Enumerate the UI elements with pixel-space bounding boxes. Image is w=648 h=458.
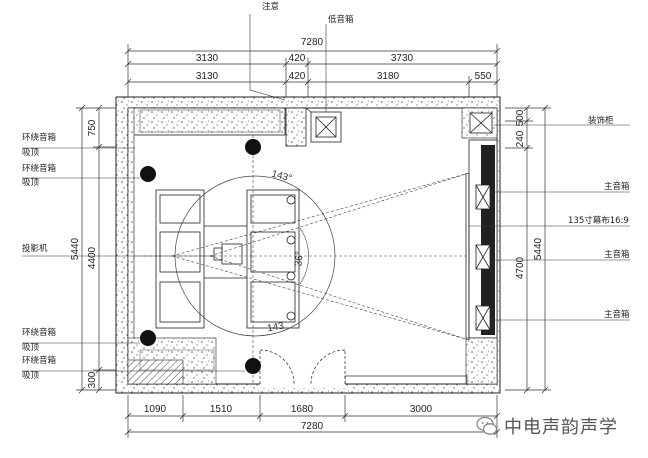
label-surround-1: 环绕音箱 (22, 132, 57, 143)
main-speakers (475, 184, 491, 331)
label-ceiling-2: 吸顶 (22, 178, 40, 188)
dim-top-upper-3: 3730 (391, 53, 414, 64)
dim-bottom-total: 7280 (301, 421, 324, 432)
right-dimensions (505, 104, 551, 394)
dim-top-total: 7280 (301, 37, 324, 48)
dim-top-lower-4: 550 (475, 71, 492, 82)
dim-left-3: 300 (87, 371, 98, 388)
angle-arc (299, 227, 309, 285)
label-projector: 投影机 (22, 243, 48, 254)
dim-top-lower-2: 420 (289, 71, 306, 82)
dim-right-total: 5440 (533, 237, 544, 260)
screen (465, 173, 470, 340)
door (259, 349, 346, 388)
leaders (22, 14, 630, 372)
watermark: 中电声韵声学 (476, 414, 618, 438)
surround-speakers (140, 139, 261, 374)
subwoofer (305, 107, 342, 143)
decor-cabinet (469, 112, 493, 134)
label-ceiling-4: 吸顶 (22, 371, 40, 381)
dim-top-upper-1: 3130 (196, 53, 219, 64)
dim-left-2: 4400 (87, 246, 98, 269)
angle-top: 143° (270, 169, 293, 185)
dim-right-2: 500 (515, 109, 526, 126)
dim-left-1: 750 (87, 119, 98, 136)
bottom-dimensions (124, 395, 501, 438)
label-subwoofer: 低音箱 (328, 14, 354, 25)
dim-bottom-2: 1510 (210, 404, 233, 415)
label-surround-4: 环绕音箱 (22, 355, 57, 366)
walls (115, 96, 501, 394)
label-main-2: 主音箱 (604, 249, 630, 260)
dim-bottom-4: 3000 (410, 404, 433, 415)
label-surround-2: 环绕音箱 (22, 163, 57, 174)
watermark-text: 中电声韵声学 (504, 417, 618, 438)
label-decor-cabinet: 装饰柜 (588, 115, 614, 126)
label-surround-3: 环绕音箱 (22, 327, 57, 338)
dim-top-lower-3: 3180 (377, 71, 400, 82)
projector (213, 243, 243, 265)
dim-bottom-3: 1680 (291, 404, 314, 415)
dim-left-total: 5440 (70, 237, 81, 260)
label-ceiling-1: 吸顶 (22, 148, 40, 158)
dim-right-1: 240 (515, 130, 526, 147)
label-main-1: 主音箱 (604, 181, 630, 192)
dim-top-upper-2: 420 (289, 53, 306, 64)
sofas (155, 189, 300, 329)
dim-top-lower-1: 3130 (196, 71, 219, 82)
dim-bottom-1: 1090 (144, 404, 167, 415)
wechat-icon (476, 416, 498, 435)
label-note: 注意 (262, 1, 279, 12)
label-screen: 135寸幕布16:9 (568, 215, 629, 226)
angle-mid: 36° (293, 251, 305, 267)
label-main-3: 主音箱 (604, 309, 630, 320)
angle-bottom: 143 (266, 321, 285, 335)
top-dimensions (124, 44, 501, 98)
label-ceiling-3: 吸顶 (22, 343, 40, 353)
dim-right-3: 4700 (515, 256, 526, 279)
